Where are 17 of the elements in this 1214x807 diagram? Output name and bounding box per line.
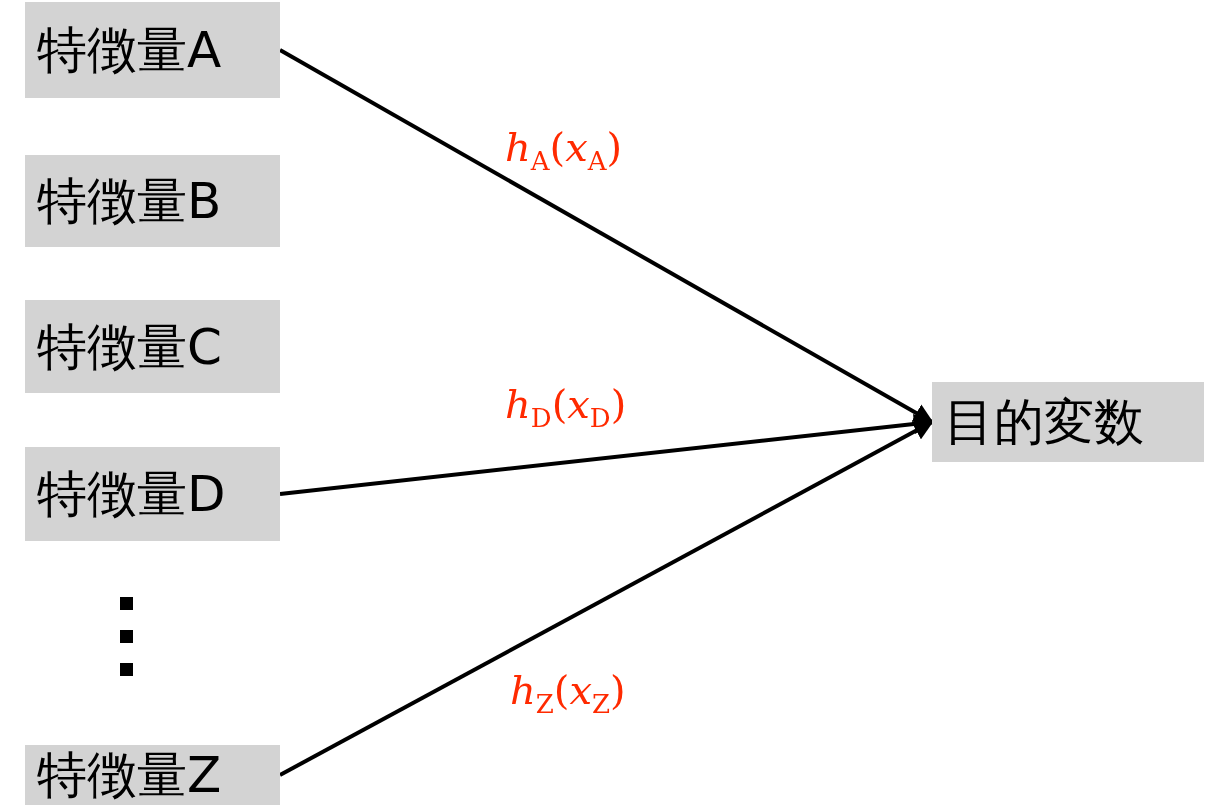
label-box	[25, 447, 280, 541]
node-label: 特徴量A	[37, 25, 222, 75]
arrow	[279, 420, 934, 777]
label-box	[25, 300, 280, 393]
label-box	[25, 745, 280, 805]
node-label: 目的変数	[944, 397, 1144, 447]
edge-label: h$_{A}$(x$_{A}$)	[505, 125, 623, 176]
node-label: 特徴量B	[37, 176, 222, 226]
label-box	[25, 155, 280, 247]
label-box	[932, 382, 1204, 462]
edge-label: h$_{Z}$(x$_{Z}$)	[510, 668, 626, 719]
node-label: 特徴量C	[37, 321, 222, 372]
node-label: 特徴量Z	[37, 750, 222, 800]
node-label: 特徴量D	[37, 469, 226, 519]
edge-label: h$_{D}$(x$_{D}$)	[505, 382, 627, 433]
label-box	[25, 2, 280, 98]
arrow	[279, 48, 934, 424]
